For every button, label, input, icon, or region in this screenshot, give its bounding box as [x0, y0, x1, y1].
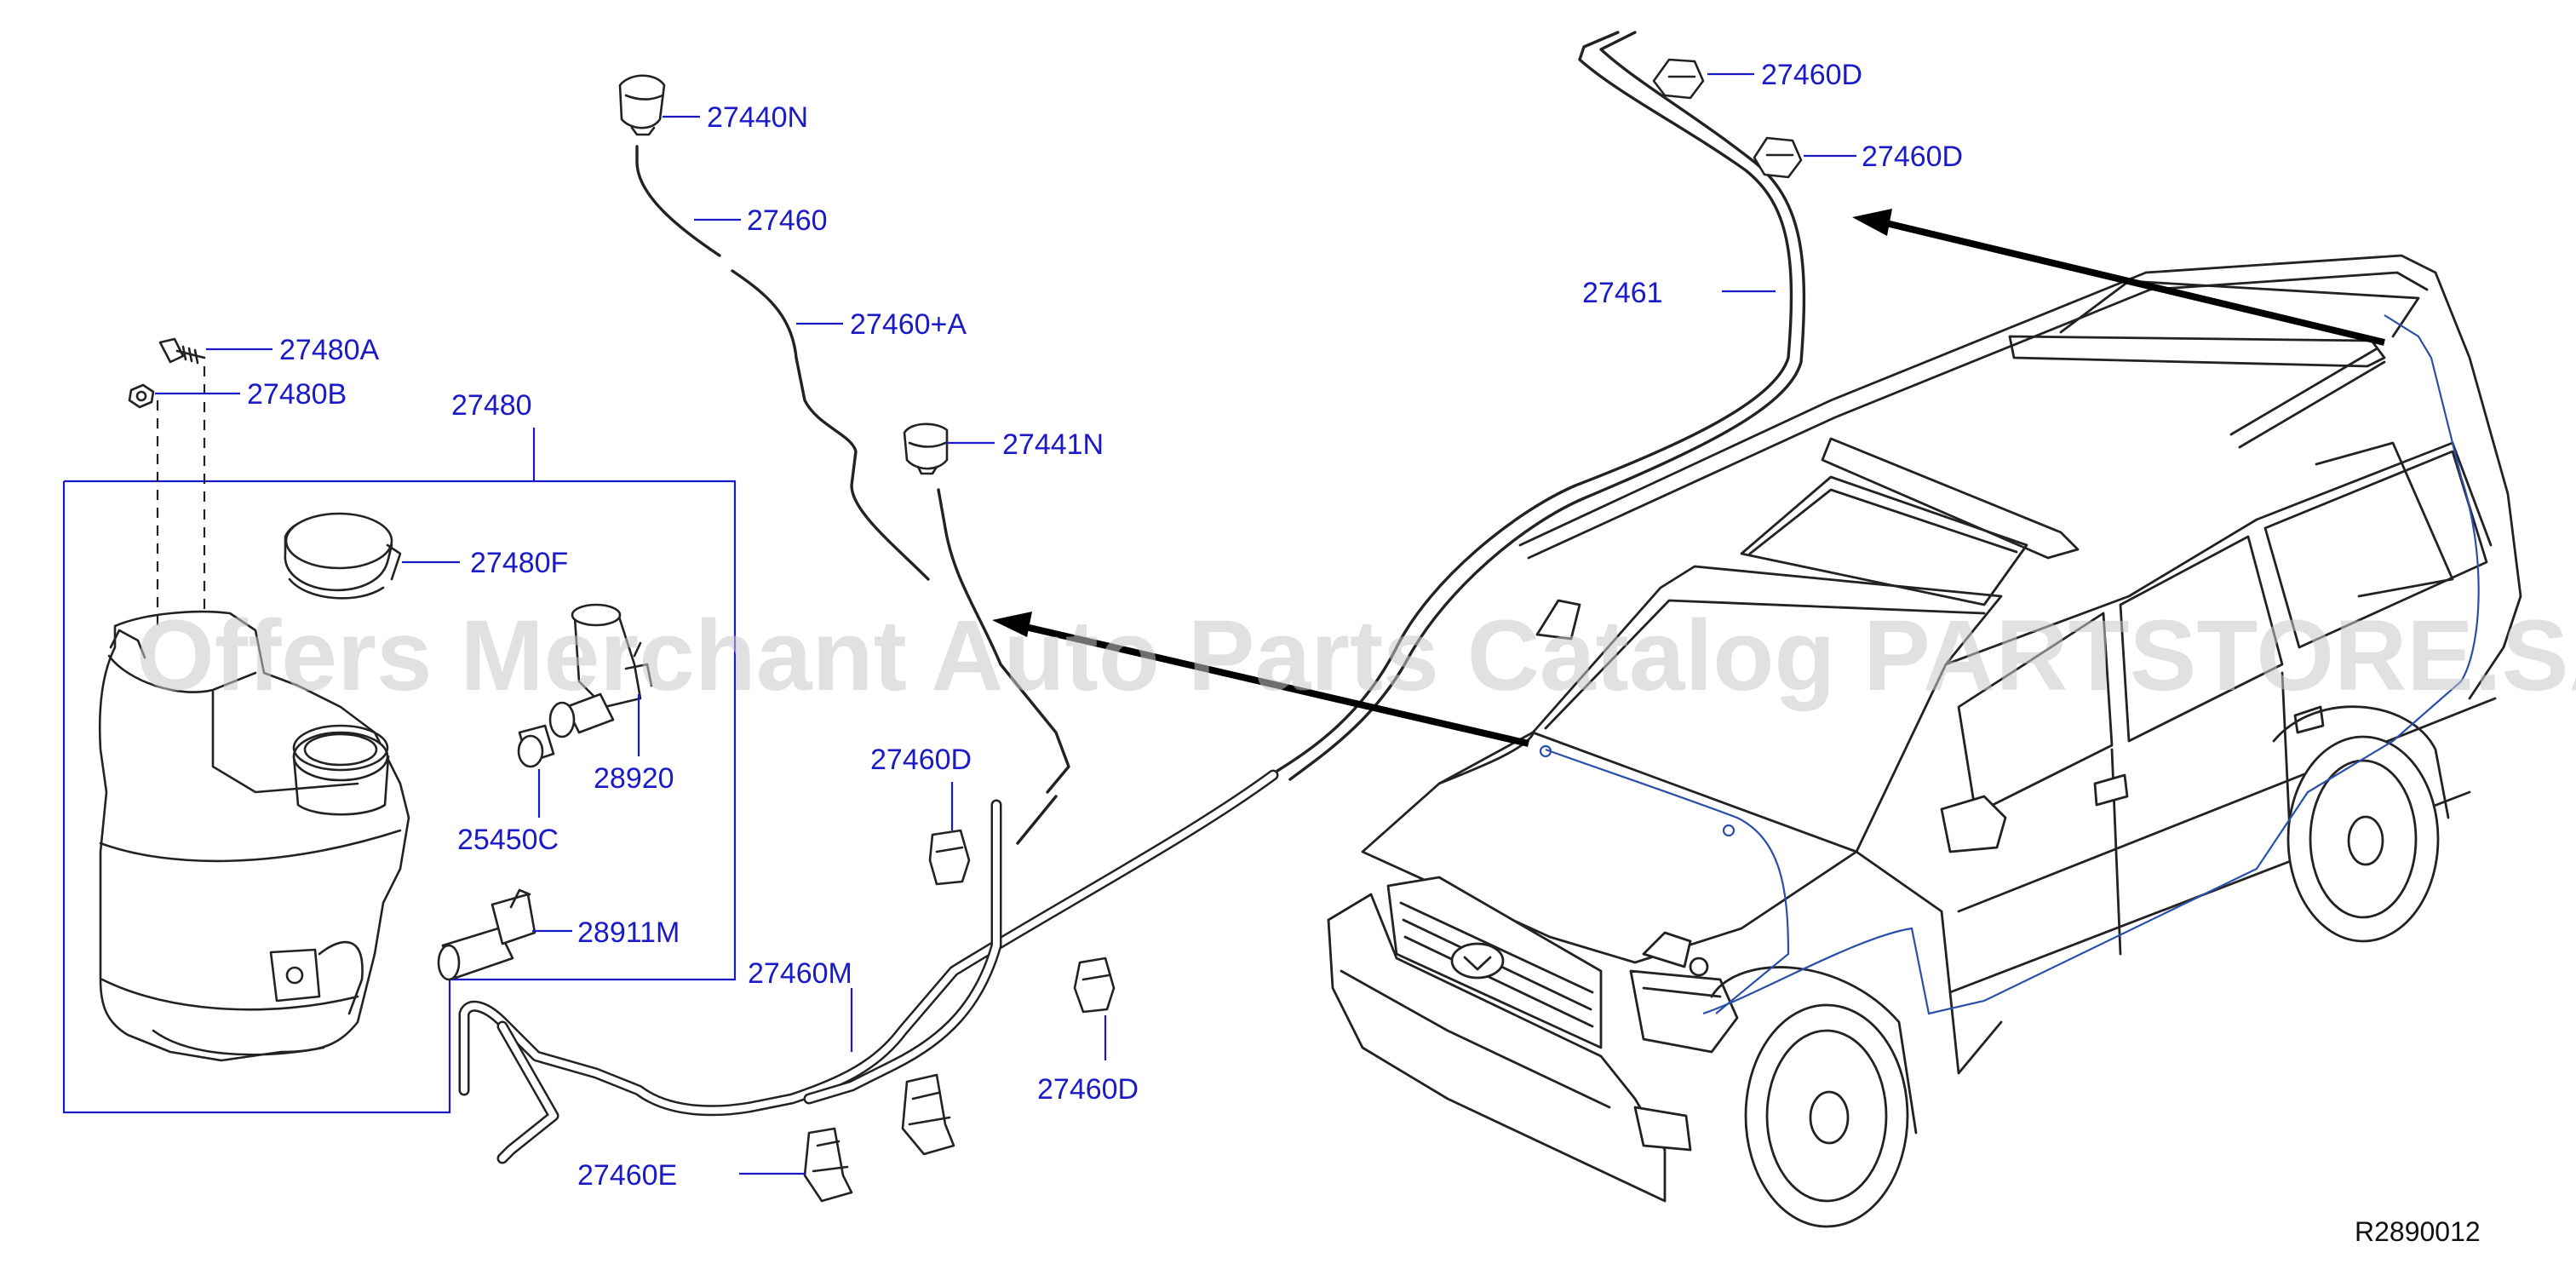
callout-27460D-low: 27460D: [1037, 1073, 1139, 1106]
location-arrow: [1852, 209, 2385, 346]
rear-washer-hose: [1276, 31, 1793, 773]
callout-27461: 27461: [1582, 277, 1663, 309]
hose-clip-icon: [803, 1127, 853, 1203]
callout-27440N: 27440N: [707, 101, 808, 134]
callout-27480: 27480: [451, 389, 532, 422]
rear-washer-hose: [1288, 31, 1806, 781]
hose-clip-icon: [901, 1073, 955, 1156]
washer-hose: [731, 269, 930, 581]
callout-27480F: 27480F: [470, 547, 568, 579]
callout-27460D-top2: 27460D: [1862, 141, 1963, 173]
filler-cap-icon: [284, 512, 402, 600]
washer-harness-overlay: [1539, 314, 2480, 1015]
vehicle-body: [1327, 254, 2522, 1228]
callout-27460A: 27460+A: [850, 308, 967, 341]
location-arrow: [992, 612, 1529, 747]
hose-clip-icon: [928, 829, 971, 886]
grommet-icon: [517, 724, 555, 768]
washer-nozzle-icon: [903, 422, 949, 475]
callout-27460D-top1: 27460D: [1761, 59, 1862, 91]
washer-nozzle-icon: [618, 74, 666, 136]
callout-27480B: 27480B: [247, 378, 347, 411]
callout-27460M: 27460M: [748, 957, 852, 990]
main-washer-hose: [458, 769, 1279, 1164]
watermark-text: Offers Merchant Auto Parts Catalog PARTS…: [136, 600, 2576, 712]
callout-28920: 28920: [594, 762, 674, 795]
washer-hose: [937, 488, 1070, 794]
callout-25450C: 25450C: [457, 824, 559, 856]
bolt-icon: [158, 337, 206, 365]
callout-27460E: 27460E: [577, 1159, 677, 1192]
callout-27460D-mid: 27460D: [870, 744, 972, 776]
hose-clip-icon: [1073, 957, 1116, 1014]
level-sensor-icon: [437, 888, 536, 981]
washer-pump-icon: [548, 603, 653, 738]
callout-27441N: 27441N: [1002, 428, 1104, 461]
diagram-reference-code: R2890012: [2355, 1216, 2481, 1247]
hose-clip-icon: [1753, 136, 1803, 179]
hose-clip-icon: [1652, 58, 1705, 100]
callout-27480A: 27480A: [279, 334, 380, 366]
nut-icon: [128, 383, 155, 409]
washer-hose: [1016, 795, 1058, 845]
washer-hose: [635, 145, 721, 257]
washer-tank: [98, 610, 410, 1062]
callout-28911M: 28911M: [577, 916, 680, 949]
callout-27460: 27460: [747, 204, 828, 237]
